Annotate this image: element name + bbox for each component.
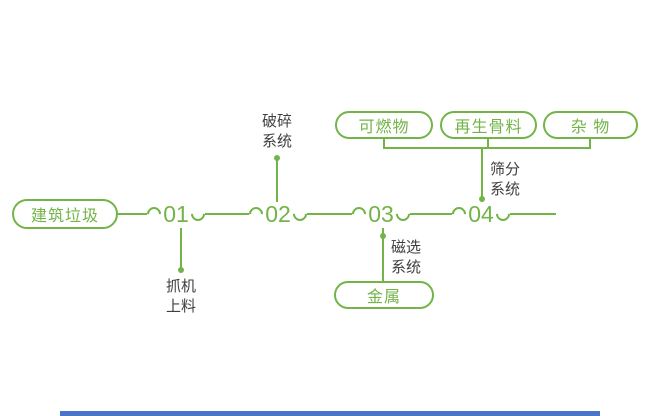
misc-label: 杂 物 — [570, 119, 611, 136]
output-stub-misc — [589, 139, 591, 149]
stage3-label-line2: 系统 — [391, 259, 422, 276]
recycled-aggregate-label: 再生骨料 — [454, 119, 523, 136]
junction-dot — [380, 233, 386, 239]
source-label: 建筑垃圾 — [30, 208, 99, 225]
connector-stage1-down — [180, 228, 182, 268]
main-line-segment — [510, 213, 556, 215]
connector-stage3-down — [382, 228, 384, 281]
stage2-label: 破碎 系统 — [242, 112, 312, 152]
main-line-segment — [307, 213, 352, 215]
footer-bar — [60, 411, 600, 416]
stage4-label-line2: 系统 — [490, 181, 521, 198]
main-line-segment — [410, 213, 452, 215]
stage2-label-line1: 破碎 — [261, 113, 292, 130]
stage4-label-line1: 筛分 — [490, 161, 521, 178]
stage4-label: 筛分 系统 — [490, 160, 520, 200]
output-pill-metal: 金属 — [334, 281, 434, 309]
connector-stage2-up — [276, 160, 278, 202]
stage1-label-line2: 上料 — [165, 298, 196, 315]
output-pill-combustible: 可燃物 — [335, 111, 433, 139]
junction-dot — [479, 196, 485, 202]
stage-number-03: 03 — [368, 201, 394, 227]
output-stub-aggregate — [487, 139, 489, 149]
junction-dot — [178, 267, 184, 273]
junction-dot — [274, 155, 280, 161]
connector-stage4-up — [481, 149, 483, 202]
main-line-segment — [205, 213, 249, 215]
output-pill-misc: 杂 物 — [543, 111, 638, 139]
combustible-label: 可燃物 — [358, 119, 410, 136]
stage-number-01: 01 — [163, 201, 189, 227]
metal-label: 金属 — [366, 289, 401, 306]
stage-number-04: 04 — [468, 201, 494, 227]
output-stub-combustible — [383, 139, 385, 149]
stage3-label-line1: 磁选 — [391, 239, 422, 256]
stage-number-02: 02 — [265, 201, 291, 227]
source-pill-construction-waste: 建筑垃圾 — [12, 199, 118, 229]
stage2-label-line2: 系统 — [261, 133, 292, 150]
stage3-label: 磁选 系统 — [391, 238, 421, 278]
main-line-segment — [118, 213, 147, 215]
output-pill-recycled-aggregate: 再生骨料 — [440, 111, 537, 139]
stage1-label: 抓机 上料 — [146, 277, 216, 317]
stage1-label-line1: 抓机 — [165, 278, 196, 295]
